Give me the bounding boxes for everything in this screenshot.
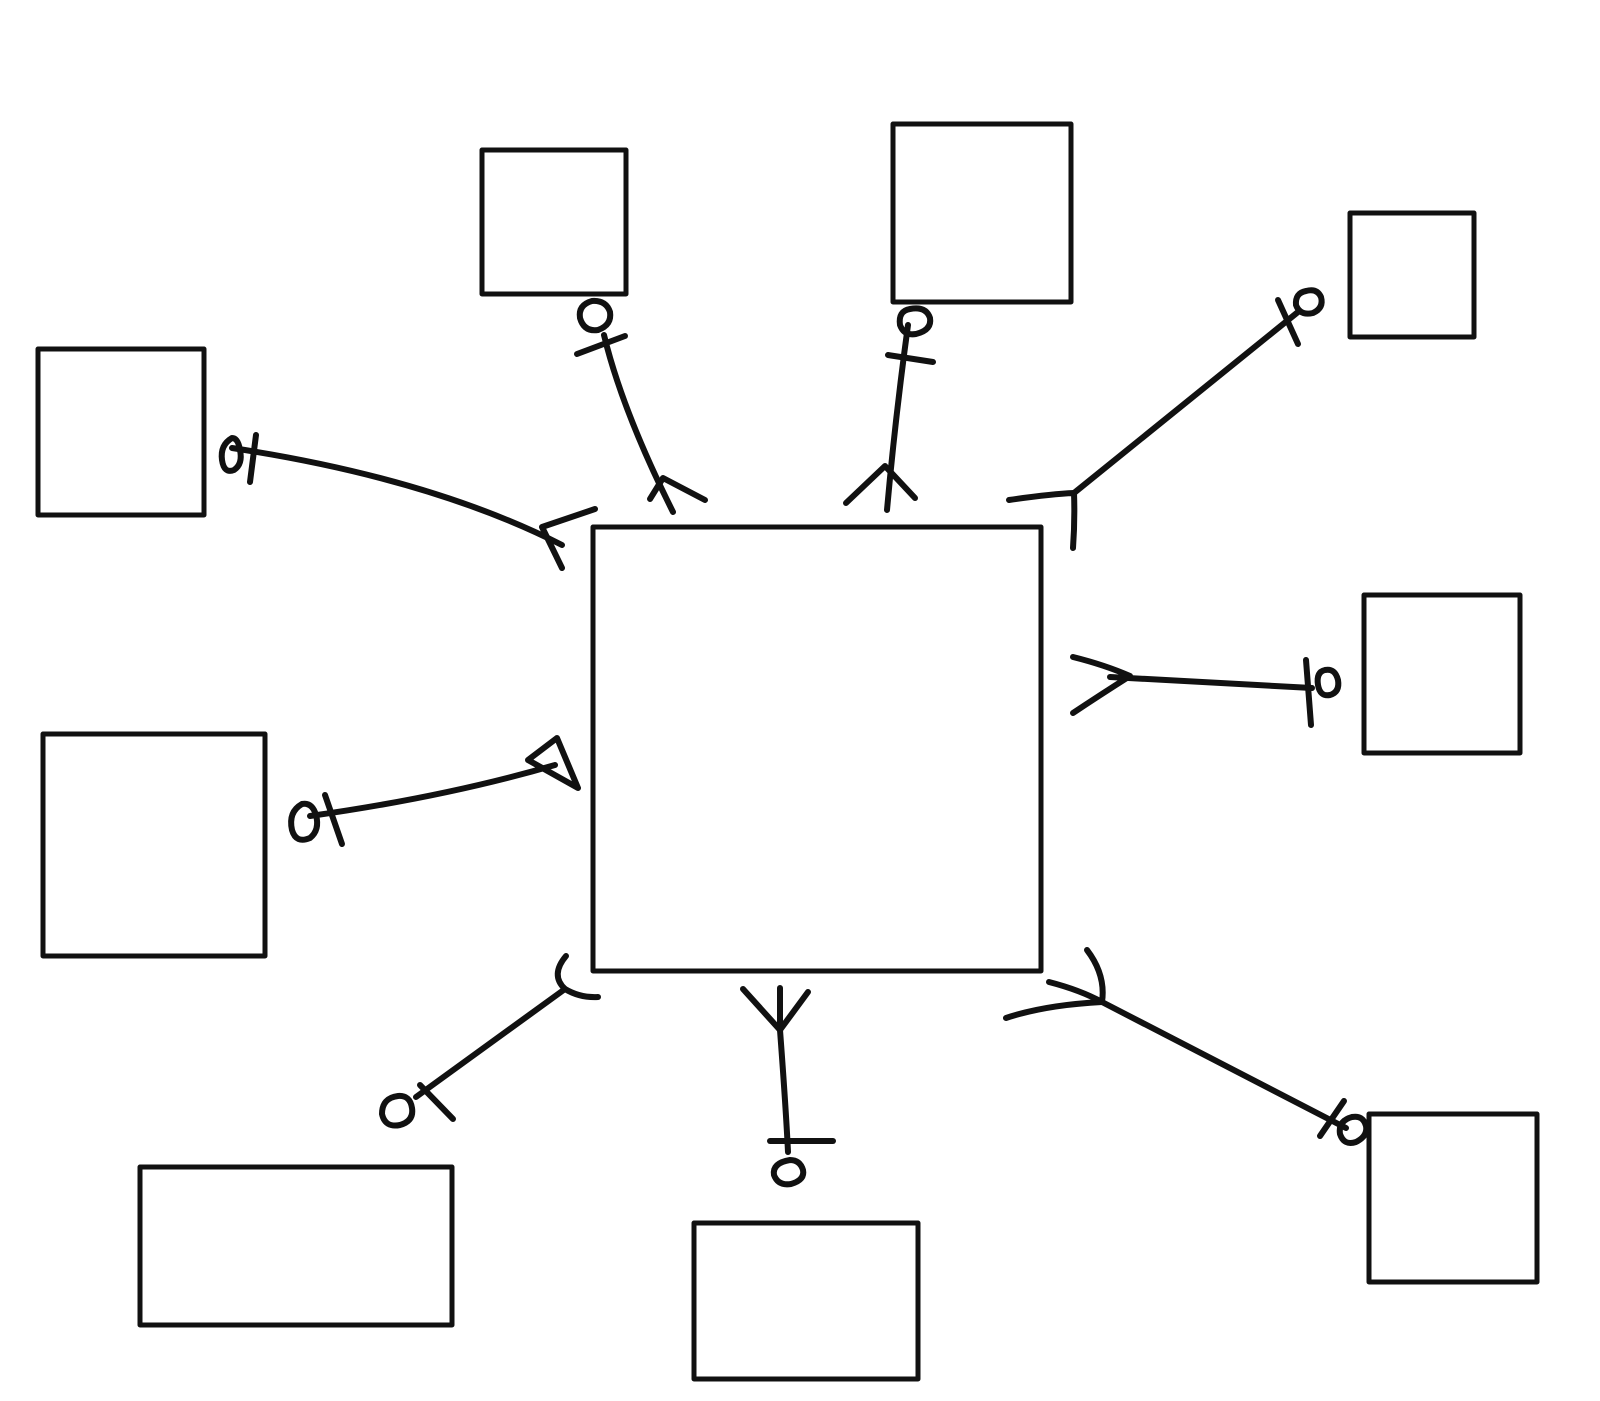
one-bar-icon <box>247 432 259 485</box>
entity-bottom-left[interactable] <box>137 1164 455 1328</box>
relationship-top-center-right[interactable] <box>843 305 936 513</box>
crows-foot-upper-icon <box>1046 979 1105 1005</box>
zero-circle-icon <box>1336 1113 1370 1146</box>
zero-circle-icon <box>770 1157 807 1188</box>
crows-foot-many-icon <box>740 986 811 1033</box>
entity-top-right[interactable] <box>1347 210 1477 340</box>
connector-line <box>884 322 911 513</box>
connector-line <box>601 332 676 515</box>
entity-middle-right[interactable] <box>1361 592 1523 756</box>
zero-circle-icon <box>218 435 244 474</box>
connector-line <box>1107 674 1315 691</box>
connector-line <box>307 762 558 819</box>
relationship-middle-right[interactable] <box>1070 654 1342 728</box>
connector-line <box>777 1027 791 1155</box>
one-bar-icon <box>885 352 936 365</box>
crows-foot-many-icon <box>539 506 598 571</box>
connector-line <box>229 445 565 548</box>
zero-circle-icon <box>1314 666 1342 699</box>
crows-foot-many-icon <box>525 735 581 791</box>
entity-bottom-center[interactable] <box>691 1220 921 1382</box>
entities <box>35 121 1540 1382</box>
entity-middle-left[interactable] <box>40 731 268 959</box>
one-bar-icon <box>1317 1098 1347 1139</box>
crows-foot-many-icon <box>1070 654 1133 716</box>
zero-circle-icon <box>1292 287 1325 317</box>
crows-foot-many-icon <box>1006 490 1078 551</box>
one-bar-icon <box>574 333 628 357</box>
zero-circle-icon <box>288 800 321 843</box>
one-bar-icon <box>1275 297 1301 347</box>
zero-circle-icon <box>896 305 934 338</box>
entity-top-center-right[interactable] <box>890 121 1074 305</box>
entity-center[interactable] <box>590 524 1044 974</box>
relationship-bottom-left[interactable] <box>379 953 601 1129</box>
crows-foot-many-icon <box>647 475 708 503</box>
one-bar-icon <box>322 792 345 847</box>
crows-foot-many-icon <box>843 463 918 506</box>
entity-bottom-right[interactable] <box>1366 1111 1540 1285</box>
relationship-middle-left[interactable] <box>288 735 581 847</box>
connector-line <box>1099 999 1349 1131</box>
relationships <box>218 287 1370 1188</box>
relationship-top-left[interactable] <box>218 432 598 571</box>
relationship-top-right[interactable] <box>1006 287 1325 551</box>
relationship-bottom-right[interactable] <box>1003 947 1370 1146</box>
entity-top-left[interactable] <box>35 346 207 518</box>
relationship-bottom-center[interactable] <box>740 985 836 1188</box>
connector-line <box>413 986 568 1100</box>
one-bar-icon <box>1303 657 1314 728</box>
crows-foot-many-icon <box>554 953 601 1001</box>
entity-top-center-left[interactable] <box>479 147 629 297</box>
connector-line <box>1071 309 1301 496</box>
zero-circle-icon <box>379 1092 416 1129</box>
relationship-top-center-left[interactable] <box>574 297 708 515</box>
one-bar-icon <box>417 1082 456 1122</box>
zero-circle-icon <box>576 297 614 334</box>
